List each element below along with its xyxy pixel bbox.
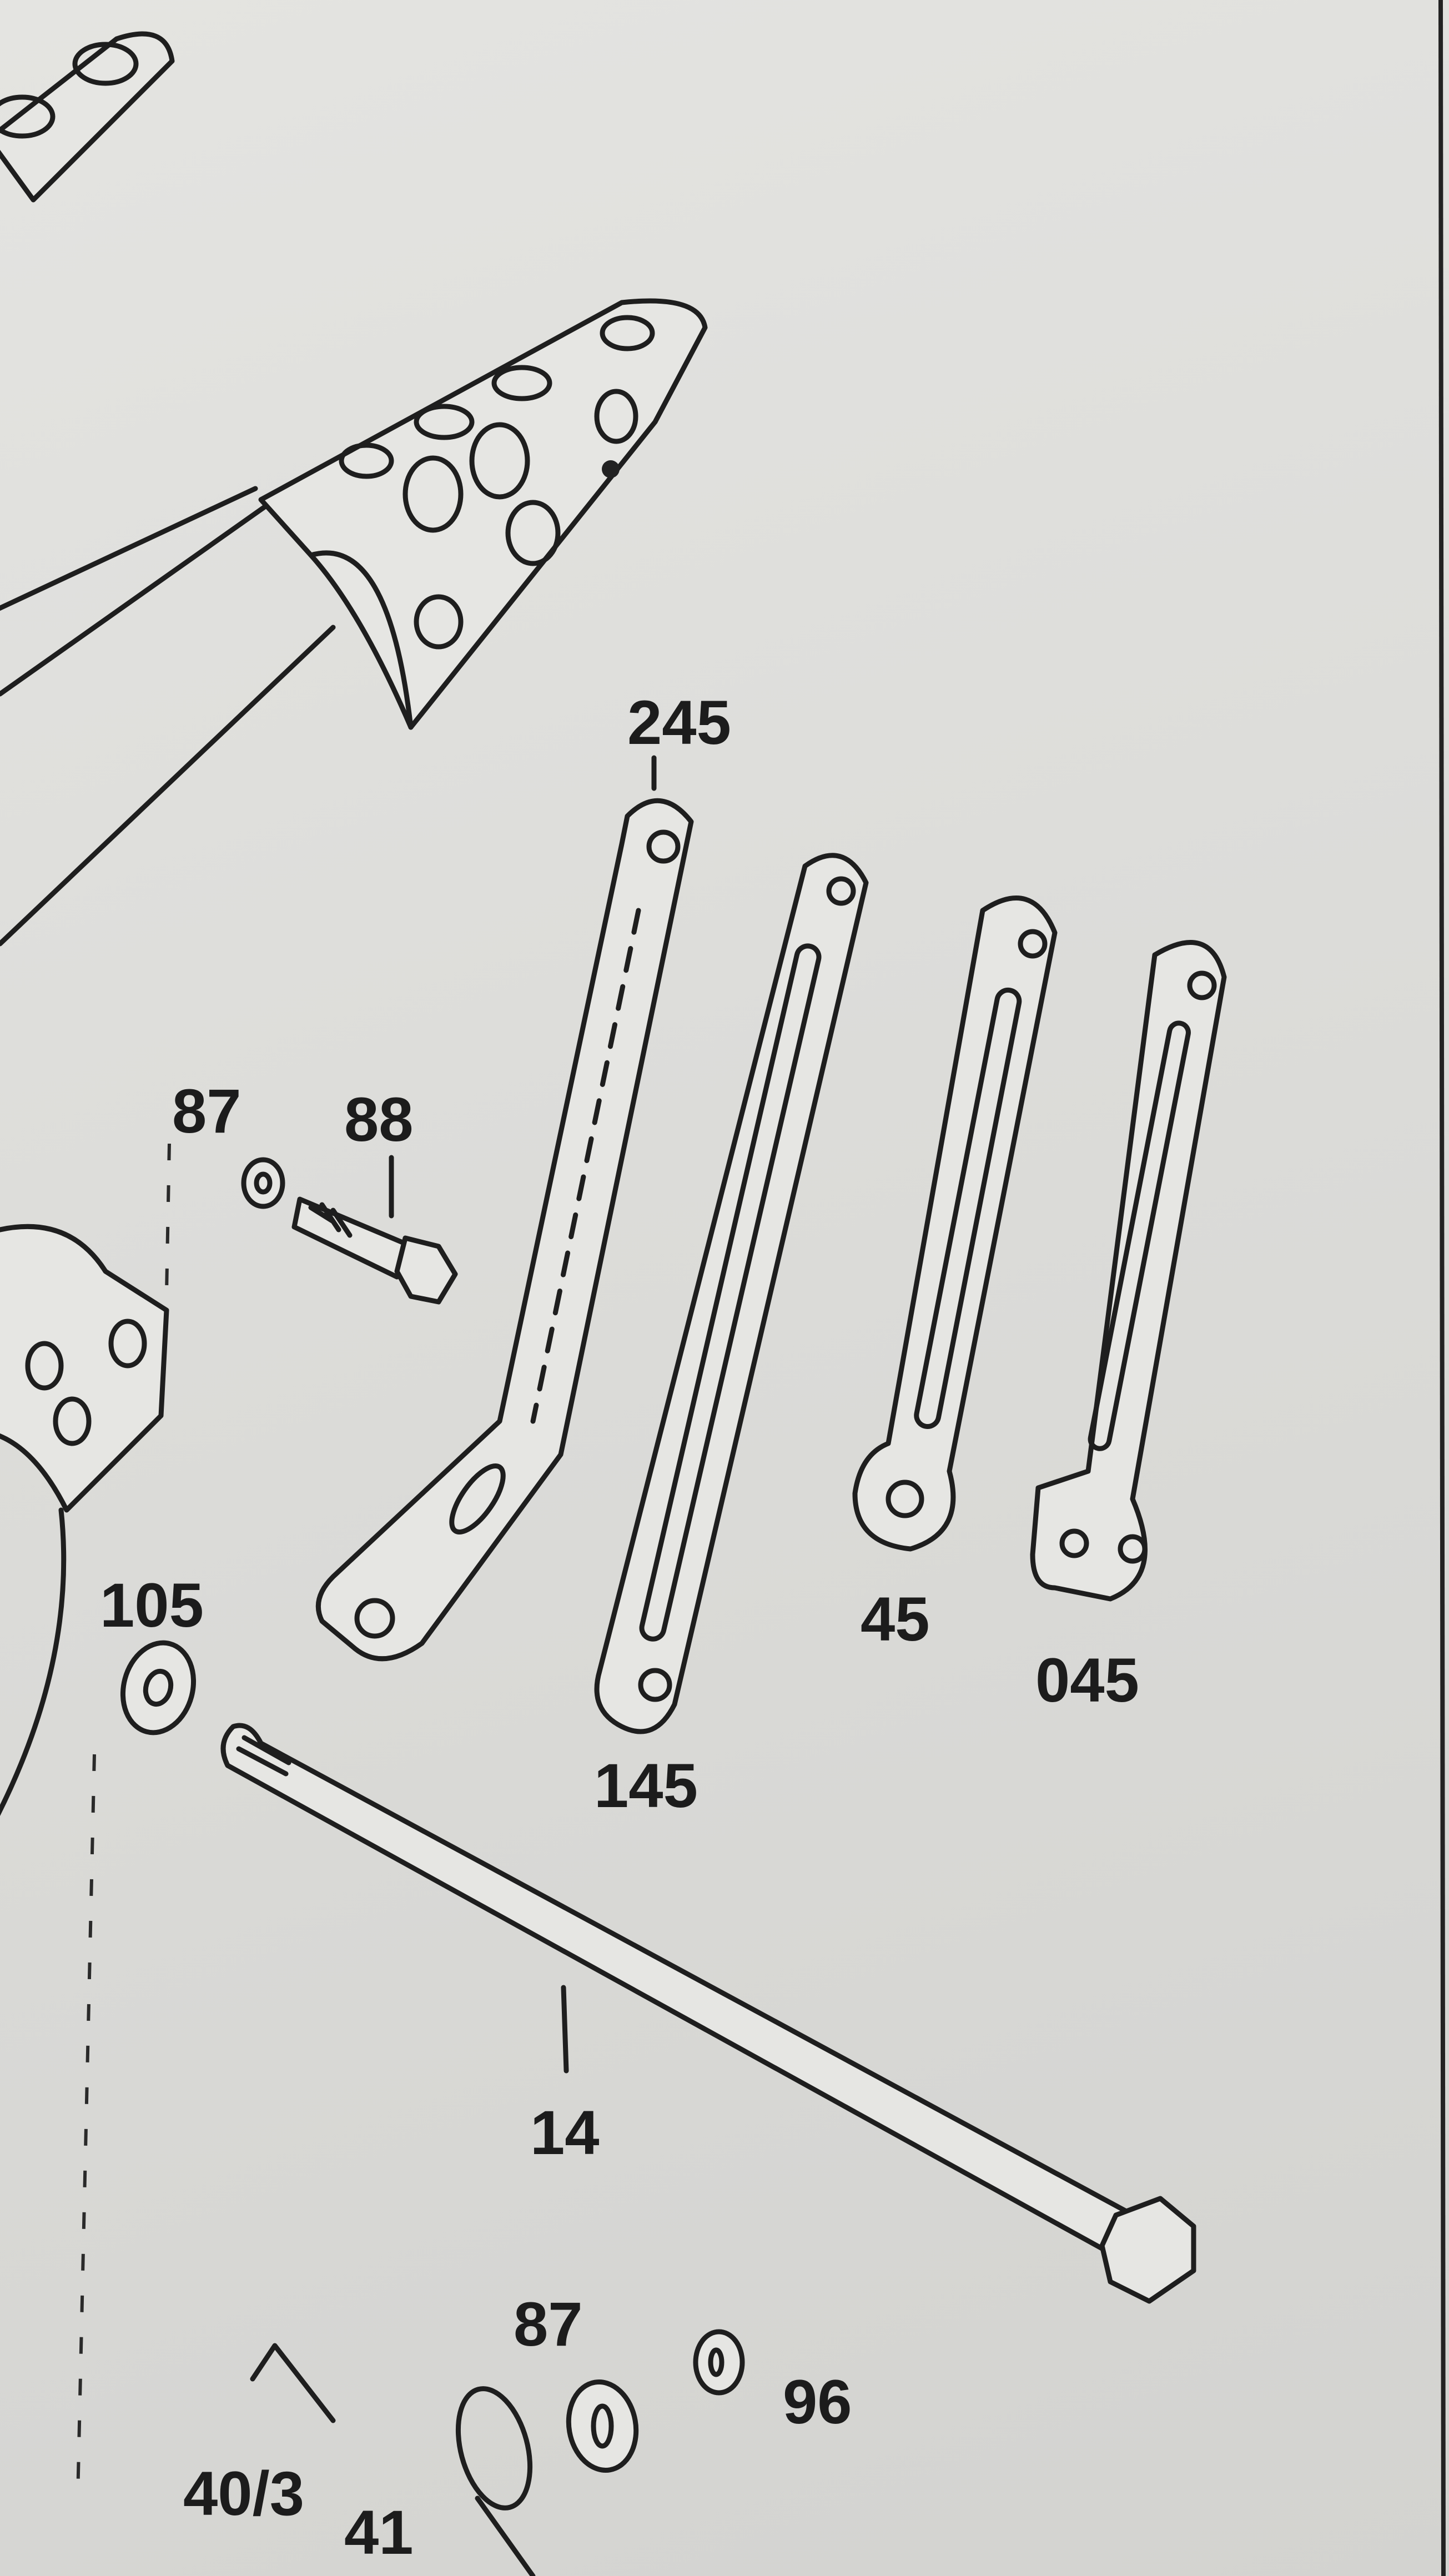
washer-105 — [120, 1640, 197, 1735]
label-96: 96 — [783, 2367, 852, 2437]
label-14: 14 — [530, 2098, 600, 2167]
label-87-bottom: 87 — [514, 2290, 583, 2359]
nut-96 — [693, 2329, 745, 2396]
page-edge — [1438, 0, 1446, 2576]
bolt-88 — [241, 1157, 458, 1305]
guide-line — [165, 1143, 171, 1294]
rod-14 — [220, 1723, 1196, 2304]
label-88: 88 — [344, 1085, 414, 1154]
label-40-3: 40/3 — [183, 2459, 304, 2528]
label-41: 41 — [344, 2498, 414, 2567]
frame-drawing — [0, 31, 708, 1817]
washer-87-bottom — [566, 2379, 639, 2473]
label-105: 105 — [100, 1571, 204, 1640]
link-145-slots — [639, 943, 822, 1642]
guide-line — [76, 1754, 96, 2499]
label-045: 045 — [1035, 1646, 1139, 1715]
link-245 — [315, 798, 694, 1662]
label-87-top: 87 — [172, 1076, 242, 1146]
label-245: 245 — [627, 688, 731, 757]
link-145 — [594, 853, 869, 1734]
link-045 — [1030, 940, 1227, 1602]
label-45: 45 — [861, 1584, 930, 1654]
link-45 — [852, 895, 1058, 1552]
label-145: 145 — [594, 1751, 698, 1820]
spring-41 — [250, 2343, 536, 2576]
